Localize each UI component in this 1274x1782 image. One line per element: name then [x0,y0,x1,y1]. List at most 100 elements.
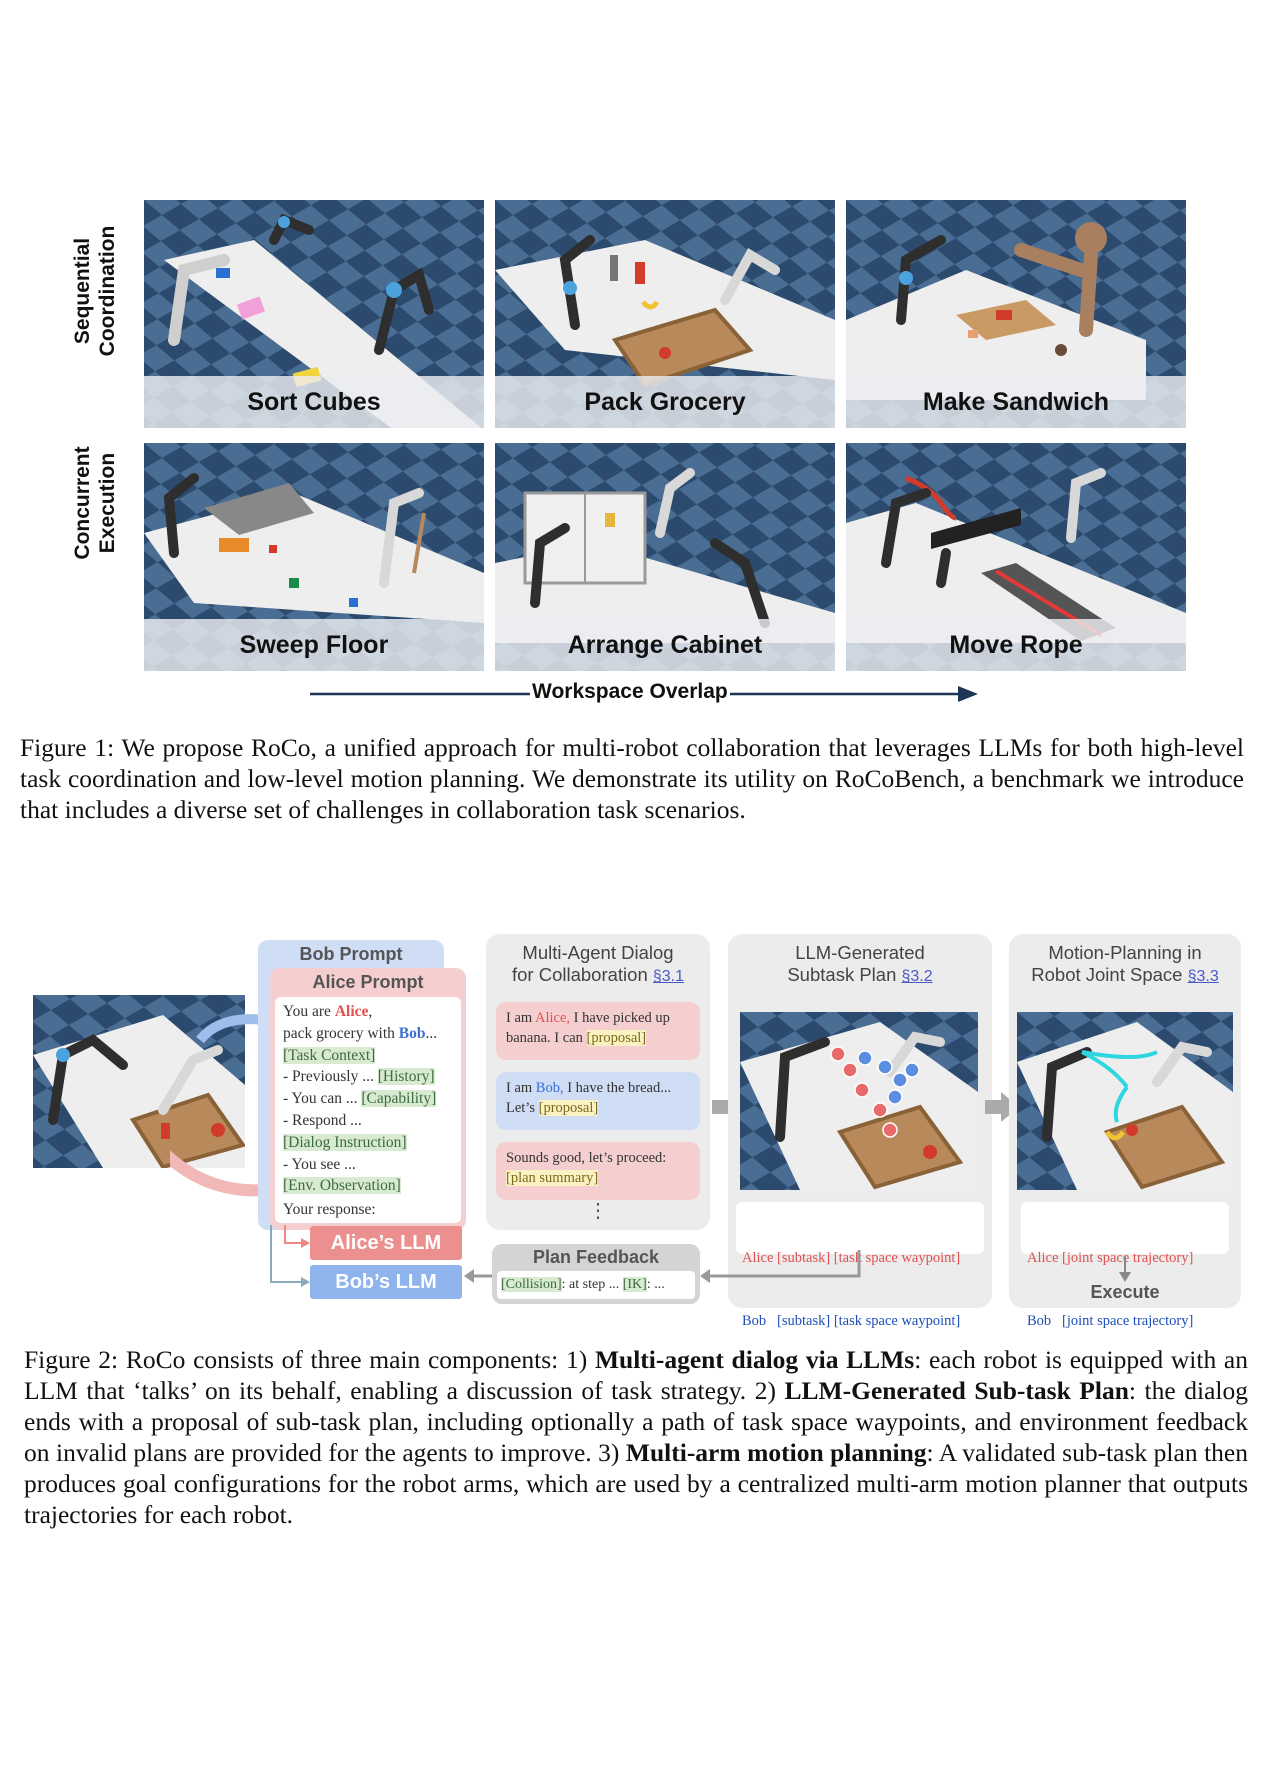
alice-name: Alice [334,1003,369,1020]
execute-arrow [1119,1256,1131,1282]
subtask-plan-panel: LLM-Generated Subtask Plan §3.2 Alice [s… [728,934,992,1329]
plan-feedback-title: Plan Feedback [532,1247,660,1267]
panel-make-sandwich: Make Sandwich [846,200,1186,428]
alice-subtask-line: Alice [subtask] [task space waypoint] [742,1250,961,1266]
subtask-panel-title: LLM-Generated Subtask Plan §3.2 [728,942,992,988]
subtask-plan-scene [740,1012,978,1190]
alice-prompt-body: You are Alice, pack grocery with Bob... … [275,997,461,1223]
prompt-line: - Respond ... [283,1111,362,1129]
bob-name: Bob, [535,1080,564,1096]
task-context-tag: [Task Context] [283,1046,376,1064]
figure-1-label: Figure 1: [20,733,115,762]
feedback-arrows [464,1250,861,1283]
make-sandwich-caption: Make Sandwich [846,376,1186,428]
alice-prompt-card: Alice Prompt You are Alice, pack grocery… [270,968,466,1230]
title-line: Multi-Agent Dialog [522,942,674,963]
pack-grocery-caption: Pack Grocery [495,376,835,428]
caption-text: RoCo consists of three main components: … [125,1345,595,1374]
figure-1-caption: Figure 1: We propose RoCo, a unified app… [20,732,1244,825]
caption-text: : A validated sub-task plan then produce… [24,1438,1248,1529]
bubble-text: I am [506,1080,536,1096]
motion-plan-output: Alice [joint space trajectory] Bob [join… [1021,1202,1229,1329]
caption-text: : each robot is equipped with an LLM tha… [24,1345,1249,1405]
title-line: Subtask Plan [787,964,897,985]
bob-subtask-line: Bob [subtask] [task space waypoint] [742,1313,961,1329]
history-tag: [History] [377,1068,435,1086]
title-line: LLM-Generated [795,942,925,963]
prompt-line: , [368,1003,373,1020]
motion-panel-title: Motion-Planning in Robot Joint Space §3.… [1009,942,1241,988]
section-ref-link[interactable]: §3.1 [652,968,685,985]
figure-2-caption: Figure 2: RoCo consists of three main co… [24,1344,1248,1530]
summary-dialog-bubble: Sounds good, let’s proceed: [plan summar… [496,1142,700,1200]
plan-feedback-body: [Collision]: at step ... [IK]: ... [497,1271,695,1299]
arrange-cabinet-caption: Arrange Cabinet [495,619,835,671]
bob-trajectory-line: Bob [joint space trajectory] [1027,1313,1194,1329]
workspace-overlap-label: Workspace Overlap [530,680,730,704]
dialog-panel-title: Multi-Agent Dialog for Collaboration §3.… [486,942,710,988]
section-ref-link[interactable]: §3.2 [901,968,933,985]
collision-tag: [Collision] [501,1277,562,1292]
bob-name: Bob [398,1024,426,1042]
caption-text: : the dialog ends with a proposal of sub… [24,1376,1248,1467]
proposal-tag: [proposal] [586,1030,647,1046]
dialog-panel: Multi-Agent Dialog for Collaboration §3.… [486,934,710,1230]
alice-dialog-bubble: I am Alice, I have picked up banana. I c… [496,1002,700,1060]
dialog-instruction-tag: [Dialog Instruction] [283,1133,407,1151]
feedback-text: : ... [646,1277,665,1292]
prompt-line: You are [283,1003,335,1020]
panel-pack-grocery: Pack Grocery [495,200,835,428]
title-line: Robot Joint Space [1031,964,1183,985]
panel-label: Move Rope [949,631,1083,659]
motion-planning-panel: Motion-Planning in Robot Joint Space §3.… [1009,934,1241,1329]
caption-bold: Multi-arm motion planning [625,1438,927,1467]
capability-tag: [Capability] [361,1090,437,1108]
prompt-line: - Previously ... [283,1068,378,1086]
prompt-line: - You see ... [283,1155,356,1173]
bubble-text: I have the bread... Let’s [506,1080,672,1116]
title-line: Motion-Planning in [1048,942,1202,963]
move-rope-caption: Move Rope [846,619,1186,671]
execute-label: Execute [1090,1282,1160,1302]
bubble-text: I have picked up banana. I can [506,1010,670,1046]
caption-bold: Multi-agent dialog via LLMs [594,1345,915,1374]
panel-label: Sort Cubes [247,388,381,416]
panel-label: Pack Grocery [584,388,746,416]
panel-sweep-floor: Sweep Floor [144,443,484,671]
sweep-floor-caption: Sweep Floor [144,619,484,671]
prompt-line: pack grocery with [283,1024,399,1042]
prompt-to-llm-connectors [270,1225,310,1287]
alice-name: Alice, [535,1010,571,1026]
section-ref-link[interactable]: §3.3 [1187,968,1219,985]
motion-plan-scene [1017,1012,1233,1190]
panel-sort-cubes: Sort Cubes [144,200,484,428]
panel-move-rope: Move Rope [846,443,1186,671]
more-dialog-ellipsis: ⋮ [588,1200,608,1222]
panel-label: Arrange Cabinet [567,631,763,659]
figure-2-label: Figure 2: [24,1345,119,1374]
bubble-text: Sounds good, let’s proceed: [506,1150,667,1166]
panel-label: Make Sandwich [922,388,1110,416]
prompt-line: - You can ... [283,1090,362,1108]
subtask-plan-output: Alice [subtask] [task space waypoint] Bo… [736,1202,984,1329]
alice-trajectory-line: Alice [joint space trajectory] [1027,1250,1194,1266]
panel-arrange-cabinet: Arrange Cabinet [495,443,835,671]
title-line: for Collaboration [511,964,648,985]
feedback-text: : at step ... [561,1277,623,1292]
grocery-scene-image [33,995,245,1168]
prompt-line: ... [425,1024,438,1042]
bob-dialog-bubble: I am Bob, I have the bread... Let’s [pro… [496,1072,700,1130]
bob-llm-box: Bob’s LLM [310,1265,462,1299]
ik-tag: [IK] [622,1277,647,1292]
figure-1-text: We propose RoCo, a unified approach for … [20,733,1244,824]
prompt-line: Your response: [283,1201,376,1219]
env-observation-tag: [Env. Observation] [283,1177,401,1195]
plan-feedback-card: Plan Feedback [Collision]: at step ... [… [492,1244,700,1304]
panel-label: Sweep Floor [239,631,389,659]
caption-bold: LLM-Generated Sub-task Plan [784,1376,1129,1405]
bob-prompt-title: Bob Prompt [299,944,403,964]
alice-llm-box: Alice’s LLM [310,1226,462,1260]
plan-summary-tag: [plan summary] [506,1170,599,1186]
proposal-tag: [proposal] [538,1100,599,1116]
